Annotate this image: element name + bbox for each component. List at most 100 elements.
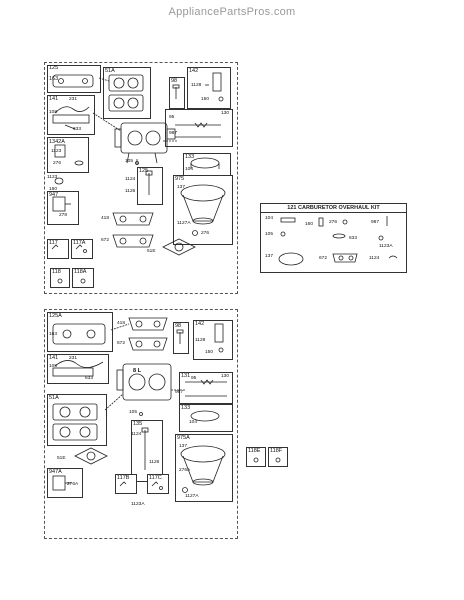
label-633b: 633 (85, 376, 94, 381)
label-133b: 133 (181, 405, 191, 411)
kit-label-137: 137 (265, 254, 274, 259)
label-130b: 130 (221, 374, 230, 379)
label-1126: 1126 (125, 189, 136, 194)
kit-label-105: 105 (265, 232, 274, 237)
kit-label-160: 160 (305, 222, 314, 227)
label-108: 108 (49, 110, 58, 115)
label-276Ab: 276A (67, 482, 79, 487)
panel1-drawings (51, 72, 226, 256)
part-box-975 (173, 175, 233, 245)
icon-118A (80, 278, 86, 284)
label-51Eb: 51E (57, 456, 66, 461)
diagram-panel-bottom: 125A 163 418 672 98 142 1128 150 141 231… (44, 309, 238, 539)
icon-118 (57, 278, 63, 284)
label-1127Ab: 1127A (185, 494, 199, 499)
label-672: 672 (101, 238, 110, 243)
label-51Ab: 51A (49, 395, 59, 401)
label-1123: 1123 (51, 149, 62, 154)
part-box-118A: 118A (72, 268, 94, 288)
label-51E: 51E (147, 249, 156, 254)
kit-label-1123A: 1123A (379, 244, 393, 249)
label-98b: 98 (175, 323, 182, 329)
label-137: 137 (177, 185, 186, 190)
label-276b: 276 (201, 231, 210, 236)
label-118A: 118A (74, 269, 87, 275)
label-947: 947 (49, 192, 59, 198)
label-163b: 163 (49, 332, 58, 337)
part-box-975A (175, 434, 233, 502)
label-418: 418 (101, 216, 110, 221)
label-51A: 51A (105, 68, 115, 74)
part-box-118: 118 (50, 268, 70, 288)
panel2-drawings (52, 317, 227, 493)
label-135: 135 (133, 421, 143, 427)
label-142b: 142 (195, 321, 205, 327)
label-1126b: 1126 (149, 460, 160, 465)
label-108b: 108 (49, 364, 58, 369)
label-118E: 118E (248, 448, 261, 454)
label-276: 276 (53, 161, 62, 166)
label-633: 633 (73, 127, 82, 132)
icon-118F (275, 457, 281, 463)
part-box-118F: 118F (268, 447, 288, 467)
label-975A: 975A (177, 435, 190, 441)
part-box-118E: 118E (246, 447, 266, 467)
label-163: 163 (49, 76, 59, 82)
label-8L: 8 L (133, 368, 141, 374)
carburetor-overhaul-kit-box: 121 CARBURETOR OVERHAUL KIT 104 160 276 … (260, 203, 407, 273)
label-1123A: 1123A (131, 502, 145, 507)
label-1124: 1124 (125, 177, 136, 182)
kit-label-633: 633 (349, 236, 358, 241)
label-947A: 947A (49, 469, 62, 475)
label-105: 105 (125, 159, 134, 164)
label-95b: 95 (191, 376, 197, 381)
label-672b: 672 (117, 341, 126, 346)
label-418b: 418 (117, 321, 126, 326)
kit-label-987: 987 (371, 220, 380, 225)
label-105b: 105 (129, 410, 138, 415)
label-125b: 125 (139, 168, 149, 174)
icon-118E (253, 457, 259, 463)
part-box-117A (71, 239, 93, 259)
part-box-125A (47, 312, 113, 352)
label-1128: 1128 (191, 83, 202, 88)
label-231: 231 (69, 97, 78, 102)
part-box-1342A (47, 137, 89, 173)
label-95: 95 (169, 115, 175, 120)
label-142: 142 (189, 68, 199, 74)
label-1128b: 1128 (195, 338, 206, 343)
label-130: 130 (221, 111, 230, 116)
kit-label-672: 672 (319, 256, 328, 261)
label-141b: 141 (49, 355, 59, 361)
part-box-141b (47, 354, 109, 384)
label-160: 160 (49, 187, 58, 192)
part-box-142b (193, 320, 233, 360)
label-150b: 150 (205, 350, 214, 355)
label-117C: 117C (149, 475, 162, 481)
label-104b: 104 (189, 420, 198, 425)
kit-label-104: 104 (265, 216, 274, 221)
label-150: 150 (201, 97, 210, 102)
part-box-131 (179, 372, 233, 404)
label-276A: 276A (179, 468, 191, 473)
kit-label-276: 276 (329, 220, 338, 225)
part-box-117 (47, 239, 69, 259)
diagram-panel-top: 125 163 51A 98 142 1128 150 141 231 108 … (44, 62, 238, 294)
label-118F: 118F (270, 448, 283, 454)
label-118: 118 (52, 269, 61, 275)
site-watermark: AppliancePartsPros.com (168, 6, 296, 18)
label-141: 141 (49, 96, 59, 102)
label-987: 987 (169, 131, 178, 136)
kit-drawings (278, 216, 398, 266)
label-104: 104 (185, 167, 194, 172)
label-1124b: 1124 (131, 432, 142, 437)
part-box-133b (179, 404, 233, 432)
kit-label-1124: 1124 (369, 256, 380, 261)
kit-title: 121 CARBURETOR OVERHAUL KIT (261, 204, 406, 213)
label-975: 975 (175, 176, 185, 182)
part-box-142 (187, 67, 231, 109)
label-117: 117 (49, 240, 58, 246)
label-125: 125 (49, 65, 59, 71)
part-box-125b (137, 167, 163, 205)
label-1342A: 1342A (49, 139, 65, 145)
